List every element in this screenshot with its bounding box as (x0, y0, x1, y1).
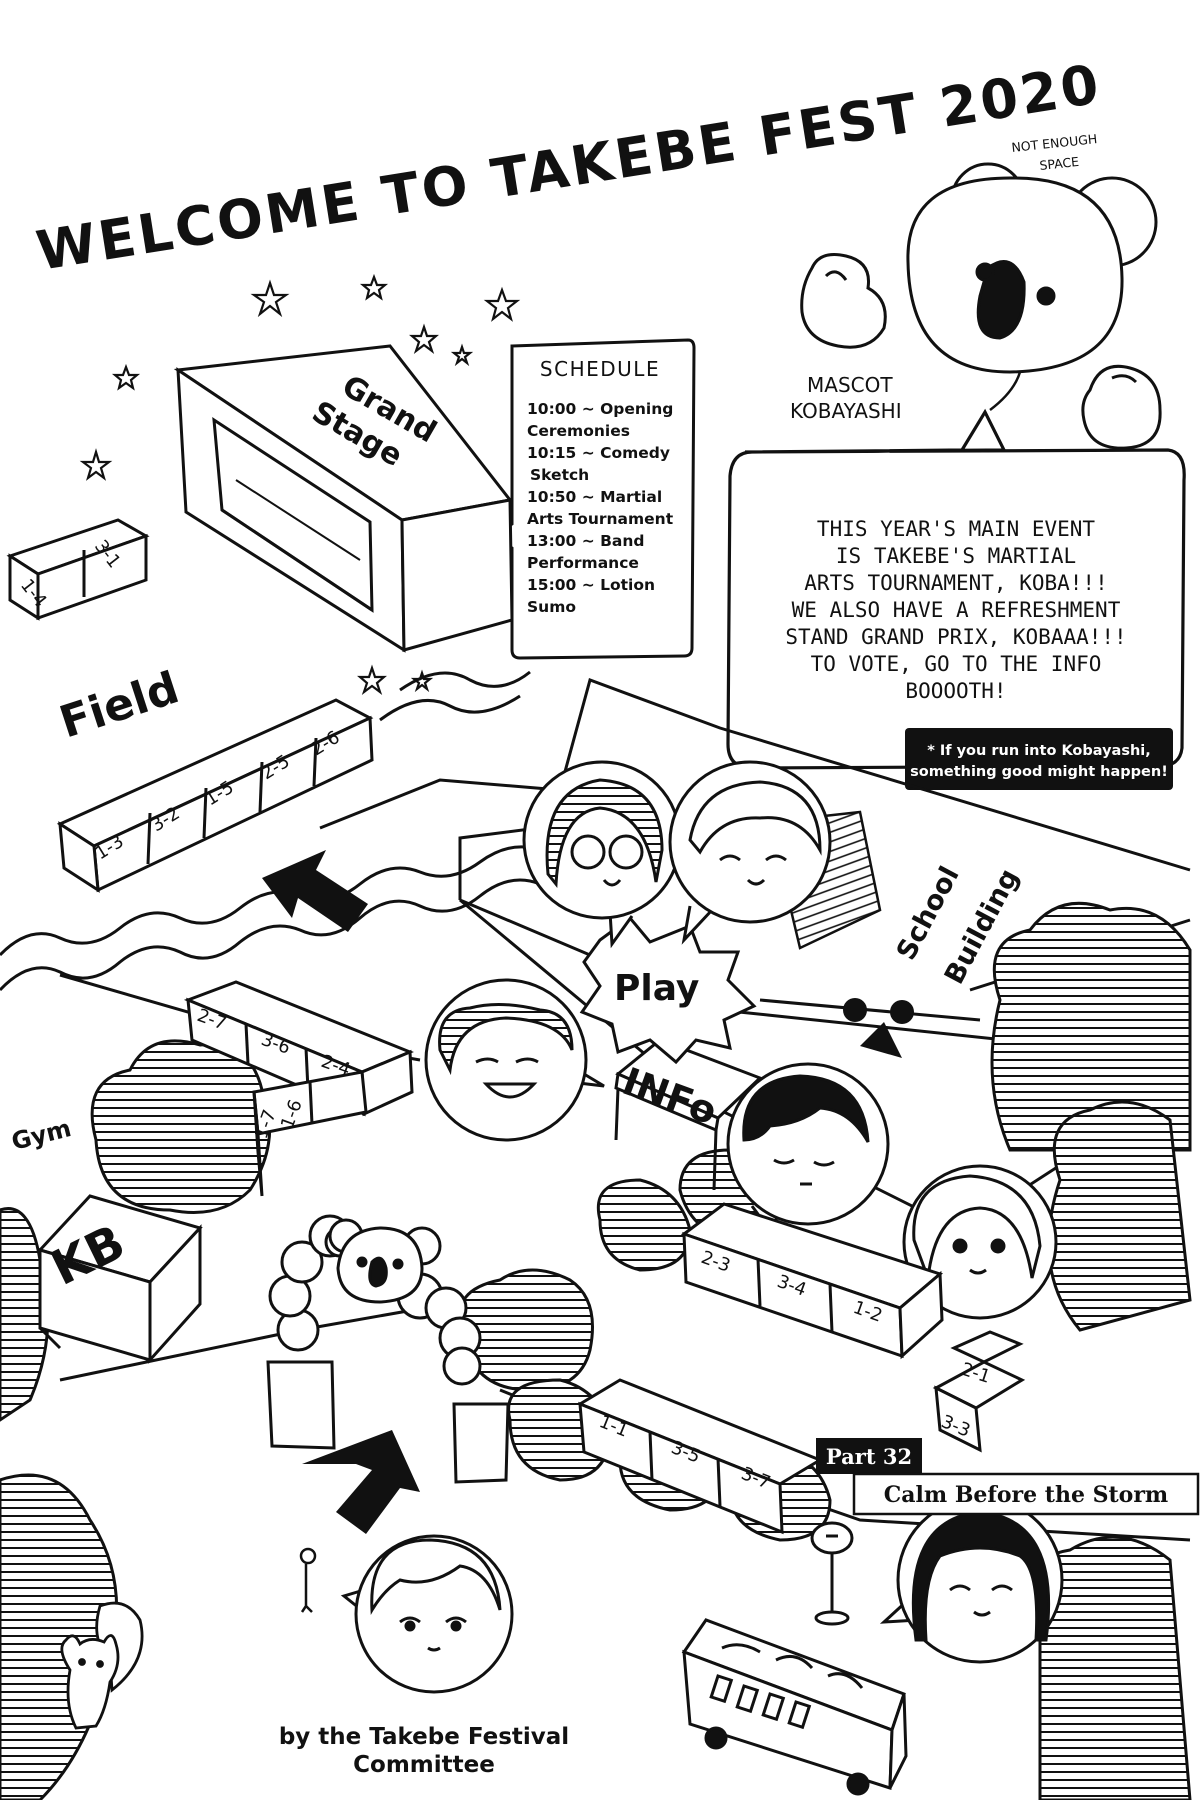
star-icon (450, 343, 474, 367)
schedule-line-2: Ceremonies (527, 422, 630, 440)
bus-icon (681, 1618, 908, 1796)
chapter-subtitle: Calm Before the Storm (884, 1482, 1168, 1508)
schedule-line-3: 10:15 ~ Comedy (527, 444, 670, 462)
field-label: Field (54, 662, 185, 748)
face-blond-boy-icon (340, 1534, 514, 1694)
schedule-line-9: 15:00 ~ Lotion (527, 576, 655, 594)
person-figure-icon (299, 1547, 317, 1613)
mascot-label-line1: MASCOT (807, 373, 893, 397)
face-glasses-girl-icon (522, 760, 682, 949)
koala-gate (266, 1214, 510, 1484)
field-stalls: 1-4 3-1 1-3 3-2 1-5 2-5 2-6 (6, 518, 374, 893)
face-bob-hair-girl-icon (879, 1496, 1064, 1664)
play-burst: Play (579, 915, 757, 1065)
star-icon (409, 323, 439, 354)
schedule-board: SCHEDULE 10:00 ~ Opening Ceremonies 10:1… (491, 338, 696, 660)
footnote-line2: something good might happen! (910, 764, 1168, 780)
character-faces (340, 760, 1064, 1694)
star-decorations (79, 273, 521, 695)
schedule-line-4: Sketch (530, 466, 589, 484)
speech-line-7: BOOOOTH! (905, 679, 1006, 703)
chapter-tag: Part 32 Calm Before the Storm (816, 1438, 1200, 1516)
speech-line-2: IS TAKEBE'S MARTIAL (836, 544, 1076, 568)
grand-stage: Grand Stage (173, 344, 514, 653)
speech-line-4: WE ALSO HAVE A REFRESHMENT (792, 598, 1121, 622)
mascot-note-line1: NOT ENOUGH (1011, 131, 1098, 155)
bus-stop-sign-icon (810, 1521, 854, 1626)
schedule-line-6: Arts Tournament (527, 510, 674, 528)
speech-line-5: STAND GRAND PRIX, KOBAAA!!! (785, 625, 1126, 649)
schedule-line-7: 13:00 ~ Band (527, 532, 645, 550)
mascot-speech-bubble: THIS YEAR'S MAIN EVENT IS TAKEBE'S MARTI… (726, 408, 1186, 770)
arrow-up-right-icon (302, 1430, 420, 1534)
schedule-line-5: 10:50 ~ Martial (527, 488, 662, 506)
credit-line1: by the Takebe Festival (279, 1724, 569, 1750)
mascot-note-line2: SPACE (1039, 154, 1080, 173)
schedule-line-8: Performance (527, 554, 639, 572)
gym-label: Gym (9, 1114, 74, 1156)
footnote-line1: * If you run into Kobayashi, (927, 743, 1151, 759)
center-stalls: 2-3 3-4 1-2 2-1 3-3 1-1 3-5 3-7 (576, 1202, 1026, 1535)
arrow-up-left-icon (262, 850, 368, 932)
squirrel-icon (60, 1601, 144, 1730)
kb-building: KB (37, 1194, 203, 1364)
gym-stalls: 2-7 3-6 2-4 1-6 1-7 (183, 980, 414, 1197)
mascot-note: NOT ENOUGH SPACE (1011, 131, 1098, 173)
tree-cluster-right (990, 901, 1192, 1800)
face-short-hair-girl-icon (902, 1164, 1058, 1320)
schedule-heading: SCHEDULE (540, 357, 660, 381)
mascot-label-line2: KOBAYASHI (790, 399, 902, 423)
star-icon (111, 363, 141, 391)
chapter-part: Part 32 (826, 1444, 912, 1469)
mascot-koala-icon (800, 162, 1162, 450)
credit-line2: Committee (353, 1752, 495, 1778)
speech-line-3: ARTS TOURNAMENT, KOBA!!! (804, 571, 1107, 595)
credit: by the Takebe Festival Committee (279, 1724, 569, 1778)
face-pigtails-girl-icon (424, 978, 605, 1142)
schedule-line-10: Sumo (527, 598, 576, 616)
star-icon (359, 273, 389, 301)
speech-line-6: TO VOTE, GO TO THE INFO (811, 652, 1102, 676)
koala-gate-head-icon (328, 1218, 442, 1304)
star-icon (250, 279, 290, 318)
school-crest-icon (843, 998, 914, 1058)
speech-line-1: THIS YEAR'S MAIN EVENT (817, 517, 1096, 541)
tree-cluster-left (0, 1039, 272, 1800)
footnote-box: * If you run into Kobayashi, something g… (905, 728, 1173, 790)
schedule-line-1: 10:00 ~ Opening (527, 400, 673, 418)
star-icon (79, 448, 113, 481)
play-label: Play (614, 968, 699, 1009)
face-wavy-hair-boy-icon (668, 760, 832, 945)
star-icon (357, 664, 387, 695)
star-icon (483, 286, 521, 322)
